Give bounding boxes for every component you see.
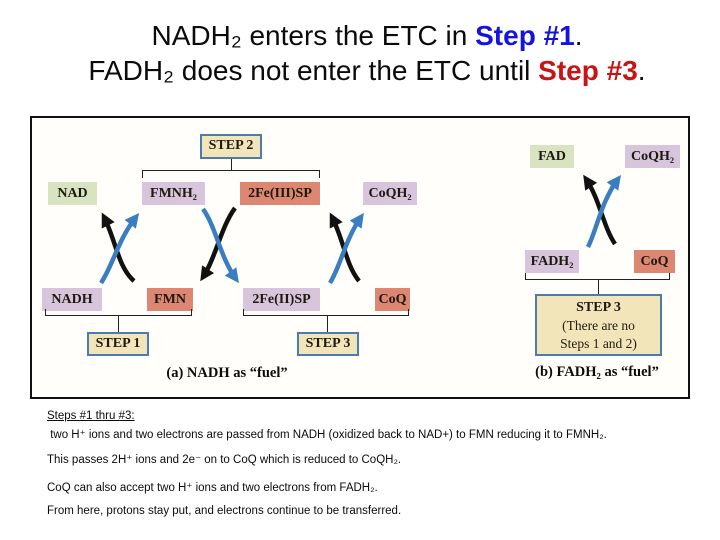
title-line1-period: . [574,20,583,51]
step1-box: STEP 1 [87,332,149,356]
step2-stem-line [231,159,232,170]
title-line2-text: FADH₂ does not enter the ETC until [88,55,539,86]
step3b-box: STEP 3 (There are no Steps 1 and 2) [535,294,662,356]
label-coq-a: CoQ [375,288,410,311]
step2-box: STEP 2 [200,134,262,159]
label-coq-b: CoQ [634,250,675,273]
step3a-stem-line [327,315,328,332]
caption-panel-a: (a) NADH as “fuel” [166,365,288,381]
electron-transfer-arrows-fadh2-fad [583,174,621,248]
label-fmnh2: FMNH₂ [142,182,205,205]
notes-heading: Steps #1 thru #3: [47,410,135,422]
step3b-line1: STEP 3 [576,300,621,315]
notes-para-1: two H⁺ ions and two electrons are passed… [47,429,607,441]
notes-para-4: From here, protons stay put, and electro… [47,505,402,517]
title-step3-highlight: Step #3 [538,55,638,86]
electron-transfer-arrows-coq-coqh2 [328,212,364,285]
step2-bracket [142,170,320,178]
label-nad: NAD [48,182,97,205]
title-line-1: NADH₂ enters the ETC in Step #1. [14,18,720,53]
label-fad: FAD [530,145,574,168]
title-line1-text: NADH₂ enters the ETC in [151,20,476,51]
step1-stem-line [118,315,119,332]
step3a-bracket [243,309,409,316]
etc-diagram-figure: STEP 2 NAD FMNH₂ 2Fe(III)SP CoQH₂ NADH F… [30,116,690,399]
step3b-line3: Steps 1 and 2) [560,336,637,351]
label-fadh2: FADH₂ [525,250,579,273]
notes-para-2: This passes 2H⁺ ions and 2e⁻ on to CoQ w… [47,454,402,466]
label-coqh2-a: CoQH₂ [363,182,417,205]
electron-transfer-arrows-nadh-nad [99,212,140,285]
caption-panel-b: (b) FADH₂ as “fuel” [535,364,659,380]
label-nadh: NADH [42,288,102,311]
step3a-box: STEP 3 [297,332,359,356]
label-2fe3sp: 2Fe(III)SP [240,182,320,205]
step3b-stem-line [598,279,599,294]
title-line2-period: . [637,55,646,86]
label-coqh2-b: CoQH₂ [625,145,680,168]
slide-title: NADH₂ enters the ETC in Step #1. FADH₂ d… [0,18,720,88]
electron-transfer-arrows-fmnh2-fe2sp [200,206,239,284]
label-fmn: FMN [147,288,193,311]
title-line-2: FADH₂ does not enter the ETC until Step … [14,53,720,88]
notes-para-3: CoQ can also accept two H⁺ ions and two … [47,482,378,494]
step3b-bracket [525,273,670,280]
label-2fe2sp: 2Fe(II)SP [243,288,320,311]
title-step1-highlight: Step #1 [475,20,575,51]
step3b-line2: (There are no [562,318,635,333]
